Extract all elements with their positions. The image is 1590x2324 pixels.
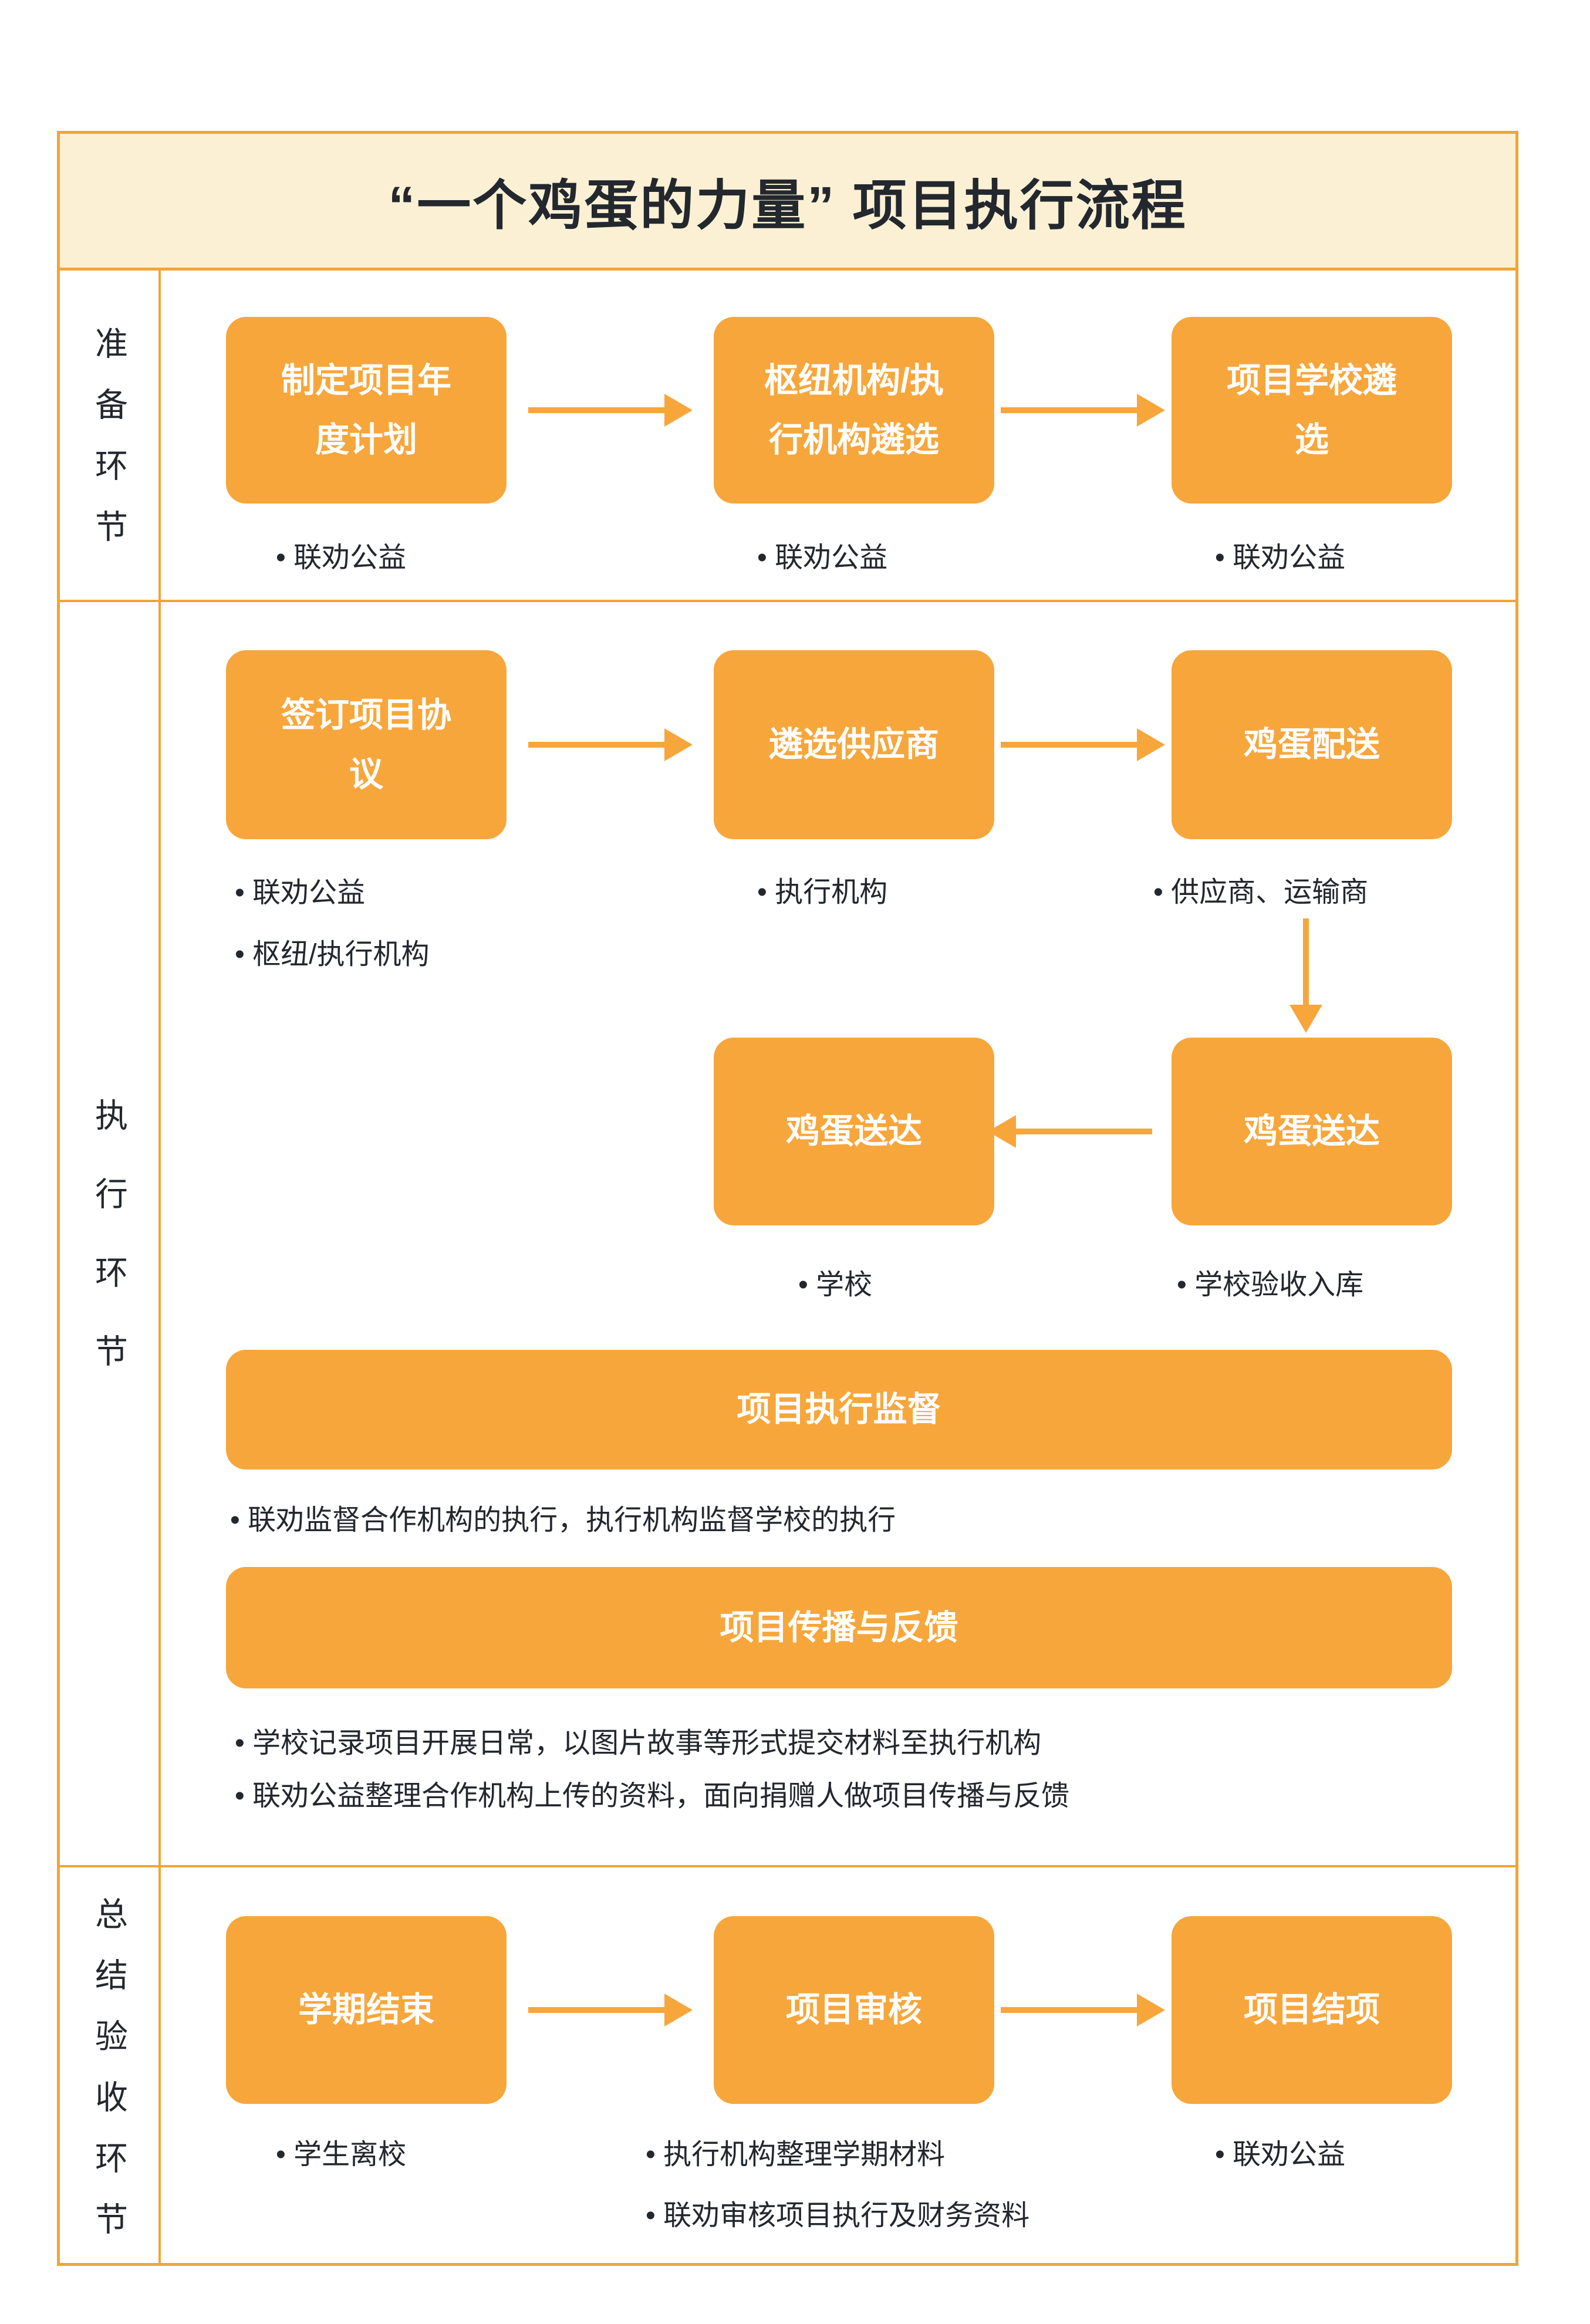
bullet-note: • 联劝监督合作机构的执行，执行机构监督学校的执行 <box>230 1505 896 1536</box>
band-project-supervision: 项目执行监督 <box>226 1350 1452 1470</box>
band-project-communication: 项目传播与反馈 <box>226 1567 1452 1688</box>
bullet-note: • 联劝公益整理合作机构上传的资料，面向捐赠人做项目传播与反馈 <box>235 1781 1070 1812</box>
bullet-owner: • 执行机构整理学期材料 <box>646 2139 946 2170</box>
flow-node-project-review: 项目审核 <box>714 1916 994 2104</box>
bullet-owner: • 枢纽/执行机构 <box>235 939 430 970</box>
flow-node-sign-agreement: 签订项目协 议 <box>226 650 507 839</box>
section-label-preparation: 准备环节 <box>90 326 128 570</box>
bullet-owner: • 供应商、运输商 <box>1153 877 1369 908</box>
section-label-execution: 执行环节 <box>90 1098 128 1413</box>
bullet-owner: • 学校验收入库 <box>1177 1269 1364 1301</box>
flow-node-org-selection: 枢纽机构/执 行机构遴选 <box>714 317 994 504</box>
section-divider-1 <box>57 600 1518 602</box>
bullet-owner: • 联劝公益 <box>276 542 407 573</box>
bullet-owner: • 联劝公益 <box>1215 2139 1346 2170</box>
arrow-right-icon <box>1001 394 1165 427</box>
flow-node-project-closure: 项目结项 <box>1172 1916 1452 2104</box>
arrow-left-icon <box>988 1115 1152 1148</box>
arrow-right-icon <box>1001 1994 1165 2026</box>
flow-node-egg-distribution: 鸡蛋配送 <box>1172 650 1452 839</box>
bullet-owner: • 学生离校 <box>276 2139 407 2170</box>
arrow-down-icon <box>1289 918 1322 1033</box>
title-bar: “一个鸡蛋的力量” 项目执行流程 <box>57 131 1518 271</box>
page-title: “一个鸡蛋的力量” 项目执行流程 <box>388 175 1187 236</box>
bullet-owner: • 执行机构 <box>757 877 888 908</box>
flow-node-annual-plan: 制定项目年 度计划 <box>226 317 507 504</box>
section-label-acceptance: 总结验收环节 <box>90 1896 128 2263</box>
arrow-right-icon <box>528 728 693 761</box>
bullet-owner: • 联劝公益 <box>757 542 888 573</box>
label-column-divider <box>158 269 161 2266</box>
flow-node-egg-arrival-inspection: 鸡蛋送达 <box>1172 1038 1452 1225</box>
bullet-owner: • 联劝公益 <box>235 877 366 908</box>
arrow-right-icon <box>528 394 693 427</box>
bullet-owner: • 联劝公益 <box>1215 542 1346 573</box>
flow-node-select-supplier: 遴选供应商 <box>714 650 994 839</box>
arrow-right-icon <box>528 1994 693 2026</box>
bullet-note: • 学校记录项目开展日常，以图片故事等形式提交材料至执行机构 <box>235 1728 1042 1759</box>
bullet-owner: • 学校 <box>798 1269 873 1301</box>
flow-node-semester-end: 学期结束 <box>226 1916 507 2104</box>
section-divider-2 <box>57 1865 1518 1867</box>
flow-node-egg-arrival-school: 鸡蛋送达 <box>714 1038 994 1225</box>
bullet-owner: • 联劝审核项目执行及财务资料 <box>646 2200 1030 2231</box>
arrow-right-icon <box>1001 728 1165 761</box>
flow-node-school-selection: 项目学校遴 选 <box>1172 317 1452 504</box>
